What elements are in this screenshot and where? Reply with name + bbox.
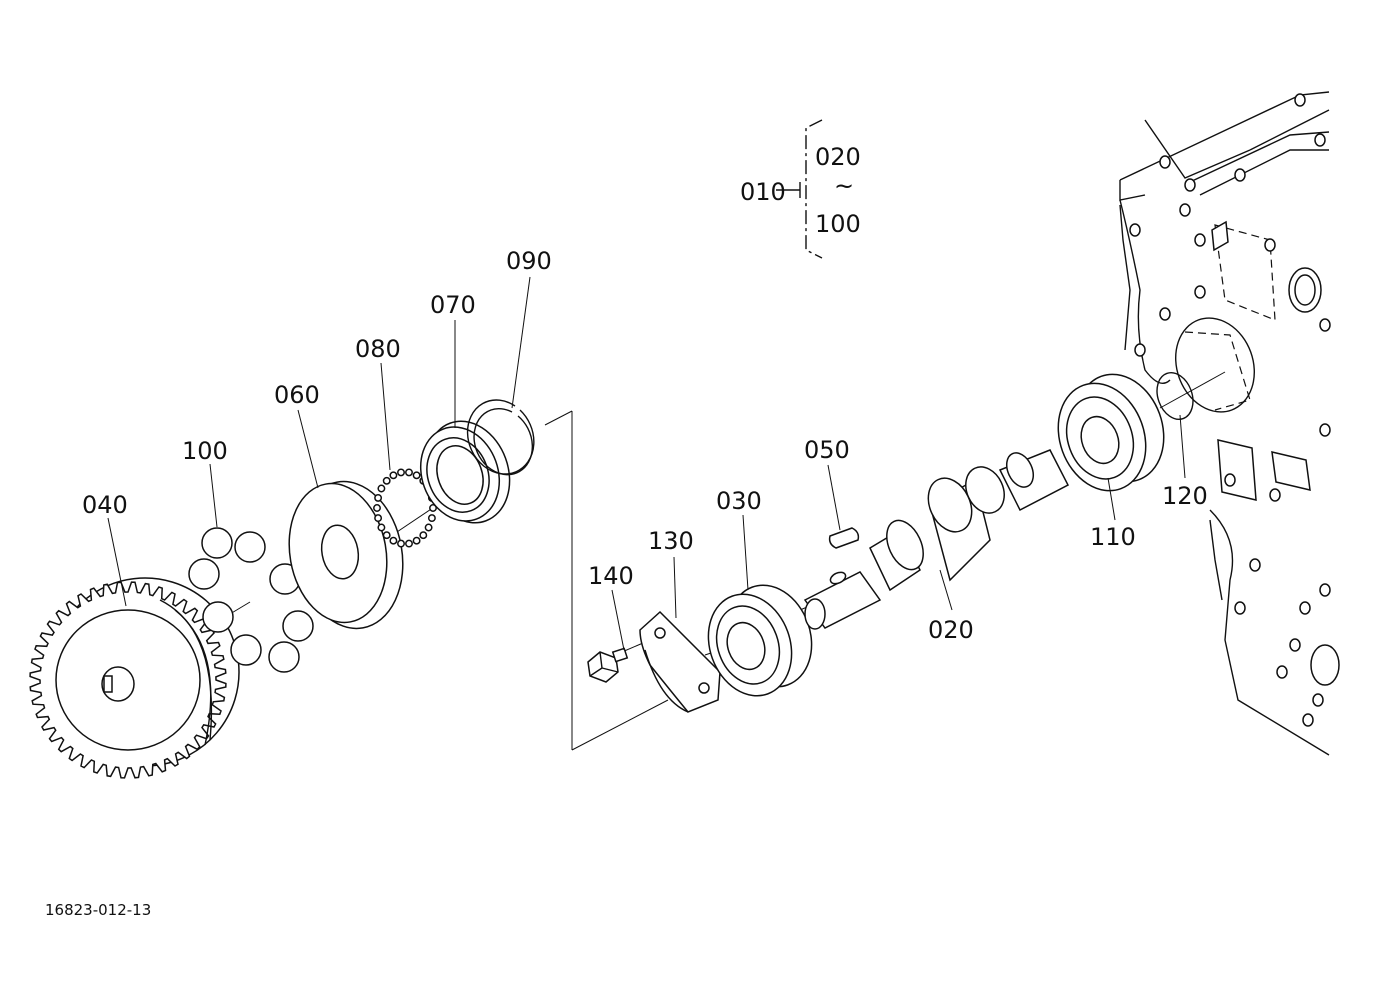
- helical-gear-040[interactable]: [18, 545, 272, 799]
- needle-roller: [405, 468, 413, 477]
- diagram-reference: 16823-012-13: [45, 901, 151, 919]
- needle-roller: [377, 523, 386, 532]
- needle-roller: [374, 493, 383, 502]
- housing-bolt-hole: [1319, 583, 1331, 597]
- housing-bolt-hole: [1264, 238, 1276, 252]
- housing-bolt-hole: [1159, 155, 1171, 169]
- label-030[interactable]: 030: [716, 487, 762, 515]
- needle-roller: [377, 484, 386, 493]
- label-130[interactable]: 130: [648, 527, 694, 555]
- needle-roller: [427, 514, 436, 523]
- assembly-range-to[interactable]: 100: [815, 210, 861, 238]
- housing-bolt-hole: [1194, 285, 1206, 299]
- housing-bolt-hole: [1314, 133, 1326, 147]
- housing-bolt-hole: [1234, 601, 1246, 615]
- housing-bolt-hole: [1269, 488, 1281, 502]
- label-020[interactable]: 020: [928, 616, 974, 644]
- housing-bolt-hole: [1249, 558, 1261, 572]
- housing-bolt-hole: [1276, 665, 1288, 679]
- ball-bearing-110[interactable]: [1044, 362, 1179, 503]
- bearing-cover-130[interactable]: [639, 610, 721, 713]
- label-040[interactable]: 040: [82, 491, 128, 519]
- bolt-140[interactable]: [587, 647, 629, 683]
- ball-set-100[interactable]: [188, 527, 314, 673]
- needle-roller: [373, 504, 381, 512]
- housing-bolt-hole: [1294, 93, 1306, 107]
- housing-bolt-hole: [1319, 423, 1331, 437]
- housing-bolt-hole: [1194, 233, 1206, 247]
- part-labels: 040 100 060 080 070 090 050 030 130 140 …: [82, 247, 1208, 644]
- needle-roller: [419, 531, 428, 540]
- label-110[interactable]: 110: [1090, 523, 1136, 551]
- housing-bolt-hole: [1312, 693, 1324, 707]
- bearing-cup-070[interactable]: [408, 409, 523, 534]
- label-140[interactable]: 140: [588, 562, 634, 590]
- needle-roller: [382, 531, 391, 540]
- label-060[interactable]: 060: [274, 381, 320, 409]
- housing-bolt-hole: [1224, 473, 1236, 487]
- needle-roller: [397, 539, 405, 548]
- housing-bolt-hole: [1129, 223, 1141, 237]
- group-bracket-lines: [544, 410, 669, 751]
- needle-roller: [412, 536, 421, 545]
- key-050[interactable]: [828, 527, 860, 549]
- snap-ring-090[interactable]: [466, 399, 535, 476]
- needle-roller: [405, 539, 413, 548]
- label-050[interactable]: 050: [804, 436, 850, 464]
- label-070[interactable]: 070: [430, 291, 476, 319]
- assembly-label[interactable]: 010: [740, 178, 786, 206]
- housing-bolt-hole: [1134, 343, 1146, 357]
- needle-roller: [412, 471, 421, 480]
- needle-roller: [397, 468, 405, 477]
- housing-bolt-hole: [1179, 203, 1191, 217]
- housing-bolt-hole: [1289, 638, 1301, 652]
- housing-bolt-hole: [1234, 168, 1246, 182]
- label-080[interactable]: 080: [355, 335, 401, 363]
- needle-roller: [429, 504, 437, 512]
- assembly-bracket: 010 020 ~ 100: [740, 119, 861, 259]
- assembly-range-from[interactable]: 020: [815, 143, 861, 171]
- needle-roller: [374, 514, 383, 523]
- assembly-range-separator: ~: [834, 172, 854, 200]
- needle-roller: [424, 523, 433, 532]
- label-090[interactable]: 090: [506, 247, 552, 275]
- housing-bolt-hole: [1299, 601, 1311, 615]
- housing-bolt-hole: [1302, 713, 1314, 727]
- label-120[interactable]: 120: [1162, 482, 1208, 510]
- circlip-120[interactable]: [1151, 368, 1199, 425]
- gear-case-housing: [1119, 91, 1340, 756]
- needle-roller: [389, 471, 398, 480]
- needle-roller: [382, 476, 391, 485]
- housing-bolt-hole: [1184, 178, 1196, 192]
- housing-bolt-hole: [1319, 318, 1331, 332]
- housing-bolt-hole: [1159, 307, 1171, 321]
- shaft-020[interactable]: [803, 449, 1070, 630]
- leader-lines: [107, 276, 1186, 651]
- label-100[interactable]: 100: [182, 437, 228, 465]
- needle-roller: [389, 536, 398, 545]
